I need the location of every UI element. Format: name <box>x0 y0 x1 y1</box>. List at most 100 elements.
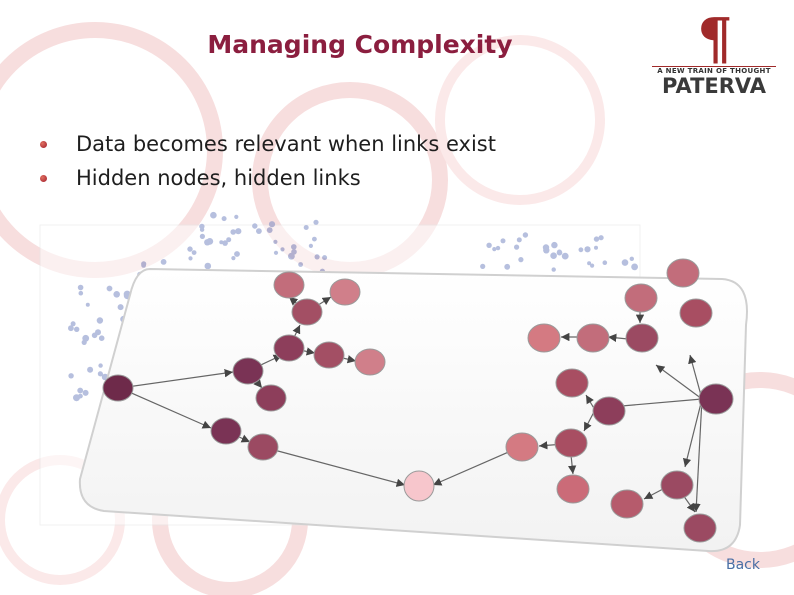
background-node <box>543 247 549 253</box>
graph-node <box>625 284 657 312</box>
background-node <box>584 246 590 252</box>
background-node <box>68 325 74 331</box>
graph-node <box>314 342 344 368</box>
bullet-list: Data becomes relevant when links exist H… <box>40 129 496 197</box>
background-node <box>514 245 519 250</box>
background-node <box>205 263 212 270</box>
paterva-logo: ¶ A NEW TRAIN OF THOUGHT PATERVA <box>652 14 776 98</box>
graph-node <box>611 490 643 518</box>
background-node <box>210 212 217 219</box>
background-node <box>74 327 79 332</box>
background-node <box>252 223 257 228</box>
background-node <box>219 240 223 244</box>
graph-node <box>557 475 589 503</box>
background-node <box>504 264 510 270</box>
background-node <box>552 267 556 271</box>
background-node <box>492 247 496 251</box>
background-node <box>523 232 528 237</box>
background-node <box>231 256 235 260</box>
graph-node <box>680 299 712 327</box>
background-node <box>551 242 557 248</box>
background-node <box>187 246 192 251</box>
network-graph-diagram <box>0 195 794 595</box>
graph-node <box>577 324 609 352</box>
slide-title: Managing Complexity <box>150 30 570 59</box>
background-node <box>256 228 262 234</box>
graph-node <box>103 375 133 401</box>
background-node <box>630 257 634 261</box>
background-node <box>267 227 273 233</box>
graph-node <box>233 358 263 384</box>
background-node <box>226 237 231 242</box>
background-node <box>98 363 102 367</box>
background-node <box>141 263 146 268</box>
background-node <box>230 229 236 235</box>
background-node <box>118 304 124 310</box>
logo-name: PATERVA <box>652 74 776 98</box>
background-node <box>322 255 327 260</box>
target-node <box>404 471 434 501</box>
background-node <box>599 235 604 240</box>
background-node <box>315 254 320 259</box>
graph-node <box>593 397 625 425</box>
background-node <box>298 262 303 267</box>
graph-node <box>684 514 716 542</box>
graph-node <box>528 324 560 352</box>
background-node <box>192 250 197 255</box>
background-node <box>557 250 563 256</box>
background-node <box>79 291 84 296</box>
background-node <box>200 228 204 232</box>
background-node <box>273 240 277 244</box>
background-node <box>222 216 227 221</box>
graph-node <box>274 272 304 298</box>
background-node <box>291 249 297 255</box>
background-node <box>594 236 599 241</box>
background-node <box>269 221 275 227</box>
background-node <box>631 264 638 271</box>
background-node <box>161 259 167 265</box>
graph-node <box>248 434 278 460</box>
background-node <box>78 285 84 291</box>
back-link[interactable]: Back <box>726 557 760 573</box>
background-node <box>518 257 523 262</box>
background-node <box>550 252 557 259</box>
background-node <box>480 264 485 269</box>
graph-node <box>661 471 693 499</box>
bullet-icon <box>40 141 47 148</box>
background-node <box>235 228 241 234</box>
graph-node <box>211 418 241 444</box>
background-node <box>291 244 297 250</box>
background-node <box>313 220 318 225</box>
background-node <box>98 371 103 376</box>
background-node <box>594 246 598 250</box>
background-node <box>86 303 90 307</box>
graph-node <box>556 369 588 397</box>
graph-node <box>256 385 286 411</box>
background-node <box>78 394 83 399</box>
background-node <box>562 253 569 260</box>
background-node <box>68 373 73 378</box>
graph-node <box>667 259 699 287</box>
graph-node <box>330 279 360 305</box>
background-node <box>603 260 608 265</box>
background-node <box>579 247 584 252</box>
background-node <box>107 286 113 292</box>
graph-node <box>555 429 587 457</box>
background-node <box>312 237 317 242</box>
background-node <box>496 246 500 250</box>
background-node <box>622 259 629 266</box>
background-node <box>304 225 309 230</box>
background-node <box>309 244 313 248</box>
background-node <box>82 340 87 345</box>
bullet-item: Hidden nodes, hidden links <box>40 163 496 197</box>
background-node <box>517 237 522 242</box>
background-node <box>95 329 101 335</box>
graph-node <box>274 335 304 361</box>
background-node <box>77 388 83 394</box>
graph-node <box>506 433 538 461</box>
bullet-item: Data becomes relevant when links exist <box>40 129 496 163</box>
background-node <box>590 264 594 268</box>
background-node <box>280 247 284 251</box>
background-node <box>99 335 105 341</box>
graph-node <box>626 324 658 352</box>
